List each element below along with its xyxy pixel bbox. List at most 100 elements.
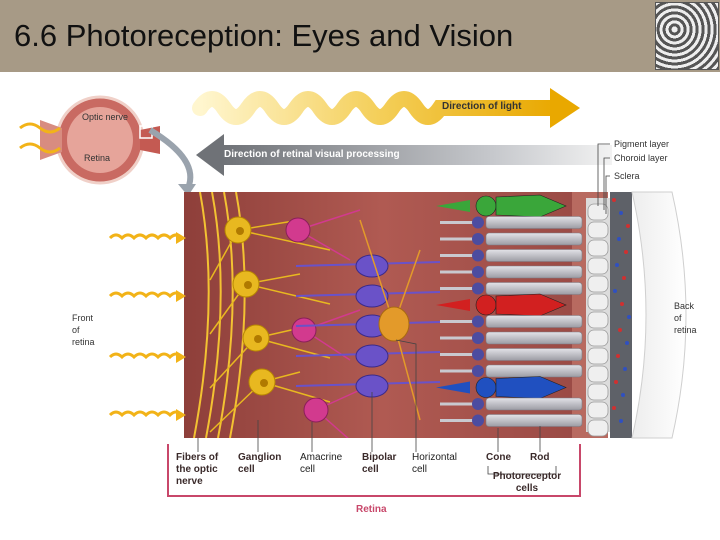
front-of-retina-label: Front of retina [72, 312, 95, 348]
rod-outer-segment [486, 283, 582, 295]
horizontal-label: Horizontal cell [412, 452, 457, 476]
cone-cell-body [476, 295, 496, 315]
rod-nucleus [472, 349, 484, 361]
slide-title: 6.6 Photoreception: Eyes and Vision [14, 18, 513, 54]
pigment-layer-label: Pigment layer [614, 138, 669, 150]
optic-nerve-label: Optic nerve [82, 111, 128, 123]
rod-nucleus [472, 217, 484, 229]
rod-outer-segment [486, 217, 582, 229]
rod-outer-segment [486, 398, 582, 410]
choroid-dot [617, 237, 621, 241]
rod-nucleus [472, 250, 484, 262]
ganglion-label: Ganglion cell [238, 452, 281, 476]
light-ray [110, 412, 182, 415]
retina-tissue [184, 192, 686, 438]
cone-cell-body [476, 378, 496, 398]
choroid-dot [613, 289, 617, 293]
horizontal-line-2: cell [412, 464, 457, 476]
amacrine-label: Amacrine cell [300, 452, 342, 476]
fibers-line-2: the optic [176, 464, 218, 476]
pigment-cell [588, 240, 608, 256]
rod-nucleus [472, 266, 484, 278]
amacrine-cell [304, 398, 328, 422]
choroid-dot [614, 380, 618, 384]
choroid-dot [619, 419, 623, 423]
rod-nucleus [472, 398, 484, 410]
rod-outer-segment [486, 316, 582, 328]
fibers-label: Fibers of the optic nerve [176, 452, 218, 488]
choroid-dot [620, 302, 624, 306]
direction-of-processing-label: Direction of retinal visual processing [224, 149, 400, 160]
choroid-dot [627, 315, 631, 319]
fibers-line-3: nerve [176, 476, 218, 488]
rod-label: Rod [530, 452, 549, 464]
back-of-retina-label: Back of retina [674, 300, 697, 336]
horizontal-cell [379, 307, 409, 341]
choroid-dot [612, 406, 616, 410]
pigment-cell [588, 294, 608, 310]
cone-cell-body [476, 196, 496, 216]
ganglion-line-1: Ganglion [238, 452, 281, 464]
back-label-line-1: Back [674, 300, 697, 312]
pigment-cell [588, 276, 608, 292]
pigment-cell [588, 330, 608, 346]
pigment-cell [588, 384, 608, 400]
back-label-line-3: retina [674, 324, 697, 336]
choroid-dot [619, 211, 623, 215]
pigment-cell [588, 420, 608, 436]
choroid-dot [616, 354, 620, 358]
choroid-dot [612, 198, 616, 202]
rod-nucleus [472, 415, 484, 427]
sclera-label: Sclera [614, 170, 640, 182]
rod-outer-segment [486, 250, 582, 262]
ganglion-nucleus [236, 227, 244, 235]
choroid-dot [624, 250, 628, 254]
pigment-cell [588, 348, 608, 364]
front-label-line-3: retina [72, 336, 95, 348]
rod-outer-segment [486, 415, 582, 427]
rod-nucleus [472, 233, 484, 245]
choroid-layer-label: Choroid layer [614, 152, 668, 164]
light-arrow [200, 88, 580, 128]
pigment-cell [588, 222, 608, 238]
light-ray [110, 354, 182, 357]
pigment-cell [588, 204, 608, 220]
ganglion-nucleus [260, 379, 268, 387]
title-bar: 6.6 Photoreception: Eyes and Vision [0, 0, 720, 72]
direction-of-light-label: Direction of light [442, 101, 521, 112]
retina-diagram [0, 72, 720, 540]
retina-bracket-label: Retina [356, 504, 387, 516]
photoreceptor-label: Photoreceptor cells [488, 471, 566, 495]
choroid-dot [626, 224, 630, 228]
retina-inset-label: Retina [84, 152, 110, 164]
choroid-dot [623, 367, 627, 371]
rod-outer-segment [486, 365, 582, 377]
choroid-dot [615, 263, 619, 267]
pigment-cell [588, 258, 608, 274]
choroid-dot [622, 276, 626, 280]
pigment-cell [588, 312, 608, 328]
bipolar-cell [356, 285, 388, 307]
pigment-cell [588, 366, 608, 382]
front-label-line-2: of [72, 324, 95, 336]
fibers-line-1: Fibers of [176, 452, 218, 464]
choroid-dot [618, 328, 622, 332]
ganglion-line-2: cell [238, 464, 281, 476]
bipolar-cell [356, 345, 388, 367]
bipolar-line-2: cell [362, 464, 396, 476]
amacrine-cell [286, 218, 310, 242]
incoming-light-rays [110, 232, 186, 421]
ganglion-nucleus [244, 281, 252, 289]
retina-thumbnail-image [655, 2, 719, 70]
horizontal-line-1: Horizontal [412, 452, 457, 464]
photoreceptor-line-1: Photoreceptor [488, 471, 566, 483]
amacrine-line-1: Amacrine [300, 452, 342, 464]
cone-label: Cone [486, 452, 511, 464]
rod-outer-segment [486, 266, 582, 278]
rod-nucleus [472, 365, 484, 377]
rod-nucleus [472, 332, 484, 344]
choroid-dot [625, 341, 629, 345]
light-ray [110, 235, 182, 238]
bipolar-line-1: Bipolar [362, 452, 396, 464]
light-ray [110, 293, 182, 296]
